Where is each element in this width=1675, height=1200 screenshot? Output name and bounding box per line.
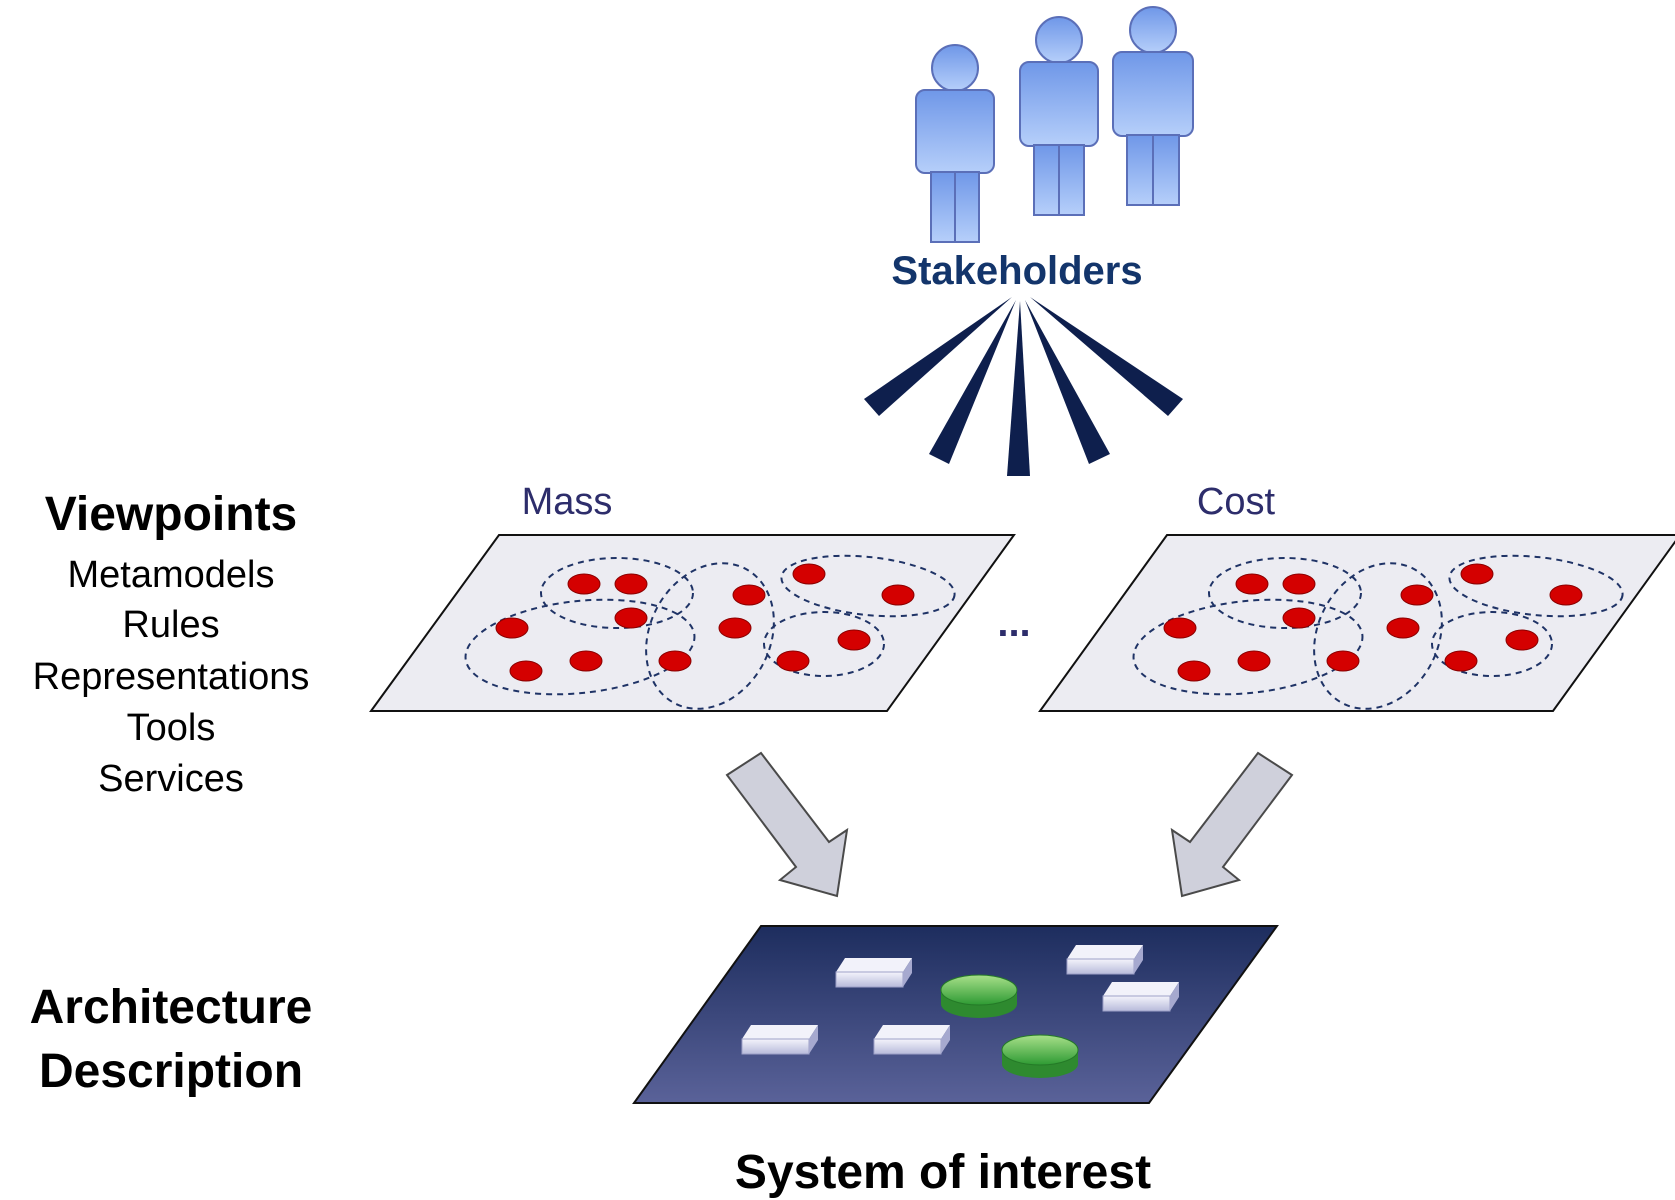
connector-wedge <box>1007 301 1030 476</box>
architecture-title-line1: Architecture <box>30 981 313 1034</box>
element-cluster <box>1448 554 1624 618</box>
model-element <box>732 584 766 606</box>
element-cluster <box>1431 611 1553 677</box>
element-cluster <box>1313 562 1443 710</box>
element-cluster <box>1132 598 1364 696</box>
element-cluster <box>540 557 694 629</box>
model-element <box>1235 573 1269 595</box>
model-element <box>776 650 810 672</box>
arrow-down-left-icon <box>1170 751 1294 898</box>
viewpoint-item-metamodels: Metamodels <box>68 554 275 596</box>
element-cluster <box>763 611 885 677</box>
system-disc <box>1001 1034 1079 1078</box>
system-plane <box>632 925 1279 1104</box>
model-element <box>1163 617 1197 639</box>
model-element <box>1444 650 1478 672</box>
model-element <box>1177 660 1211 682</box>
model-element <box>1282 573 1316 595</box>
mass-view-plane <box>369 534 1016 712</box>
viewpoints-title: Viewpoints <box>45 488 298 541</box>
model-element <box>569 650 603 672</box>
model-element <box>1460 563 1494 585</box>
stakeholder-person-icon <box>1112 6 1194 206</box>
model-element <box>1549 584 1583 606</box>
stakeholder-connectors <box>864 297 1183 476</box>
arrow-down-right-icon <box>725 751 849 898</box>
model-element <box>567 573 601 595</box>
system-block <box>741 1025 818 1055</box>
model-element <box>1400 584 1434 606</box>
model-element <box>837 629 871 651</box>
system-block <box>1102 982 1179 1012</box>
model-element <box>718 617 752 639</box>
model-element <box>1326 650 1360 672</box>
architecture-title-line2: Description <box>39 1045 303 1098</box>
view-label-cost: Cost <box>1197 481 1276 523</box>
system-disc <box>940 974 1018 1018</box>
model-element <box>658 650 692 672</box>
views-ellipsis: ... <box>997 601 1030 645</box>
element-cluster <box>780 554 956 618</box>
model-element <box>1282 607 1316 629</box>
model-element <box>1237 650 1271 672</box>
stakeholders-label: Stakeholders <box>891 249 1142 293</box>
model-element <box>1386 617 1420 639</box>
stakeholder-person-icon <box>915 44 995 243</box>
viewpoint-item-rules: Rules <box>122 604 219 646</box>
stakeholders-group <box>915 6 1194 243</box>
model-element <box>792 563 826 585</box>
model-element <box>495 617 529 639</box>
model-element <box>614 573 648 595</box>
connector-wedge <box>1025 300 1110 464</box>
model-element <box>614 607 648 629</box>
element-cluster <box>645 562 775 710</box>
viewpoint-item-representations: Representations <box>33 656 310 698</box>
model-element <box>881 584 915 606</box>
model-element <box>509 660 543 682</box>
connector-wedge <box>929 300 1016 464</box>
system-of-interest-label: System of interest <box>735 1146 1151 1199</box>
connector-wedge <box>1030 297 1183 416</box>
system-block <box>873 1025 950 1055</box>
stakeholder-person-icon <box>1019 16 1099 216</box>
system-block <box>835 958 912 988</box>
view-label-mass: Mass <box>522 481 613 523</box>
connector-wedge <box>864 297 1012 416</box>
model-element <box>1505 629 1539 651</box>
system-block <box>1066 945 1143 975</box>
element-cluster <box>464 598 696 696</box>
element-cluster <box>1208 557 1362 629</box>
viewpoint-item-tools: Tools <box>127 707 216 749</box>
cost-view-plane <box>1038 534 1675 712</box>
viewpoint-item-services: Services <box>98 758 244 800</box>
